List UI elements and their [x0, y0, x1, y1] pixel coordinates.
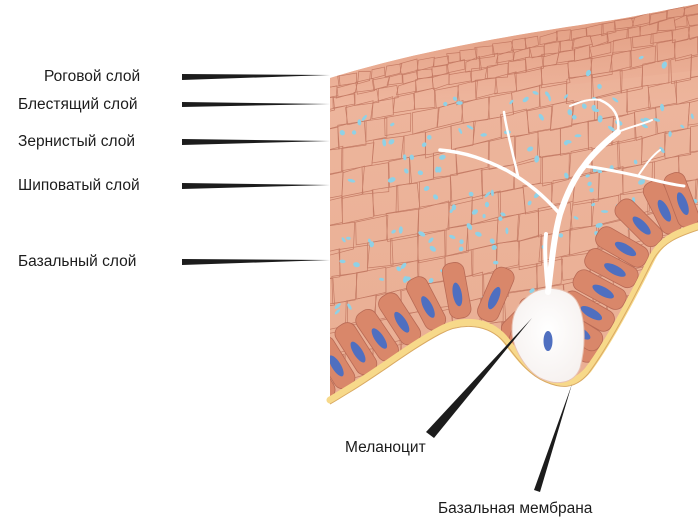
label-melanocyte: Меланоцит	[345, 439, 426, 457]
pointer-stratum-lucidum	[182, 102, 330, 107]
melanocyte-nucleus	[544, 331, 553, 351]
pointer-stratum-basale	[182, 259, 330, 265]
pointer-stratum-granulosum	[182, 139, 330, 145]
pointer-basement-membrane	[534, 384, 572, 492]
label-stratum-basale: Базальный слой	[18, 253, 136, 271]
pointer-stratum-spinosum	[182, 183, 330, 189]
pointer-stratum-corneum	[182, 74, 330, 80]
label-stratum-corneum: Роговой слой	[44, 68, 140, 86]
label-stratum-lucidum: Блестящий слой	[18, 96, 138, 114]
cell-outline	[649, 286, 676, 316]
label-stratum-spinosum: Шиповатый слой	[18, 177, 140, 195]
label-stratum-granulosum: Зернистый слой	[18, 133, 135, 151]
granule	[456, 101, 463, 105]
cell-outline	[675, 282, 698, 314]
pointer-melanocyte	[426, 318, 532, 438]
cell-outline	[304, 278, 335, 309]
basal-cell-nucleus	[307, 365, 327, 390]
label-basement-membrane: Базальная мембрана	[438, 500, 592, 518]
cell-outline	[665, 258, 698, 290]
cell-outline	[454, 325, 481, 358]
granule	[668, 264, 673, 269]
